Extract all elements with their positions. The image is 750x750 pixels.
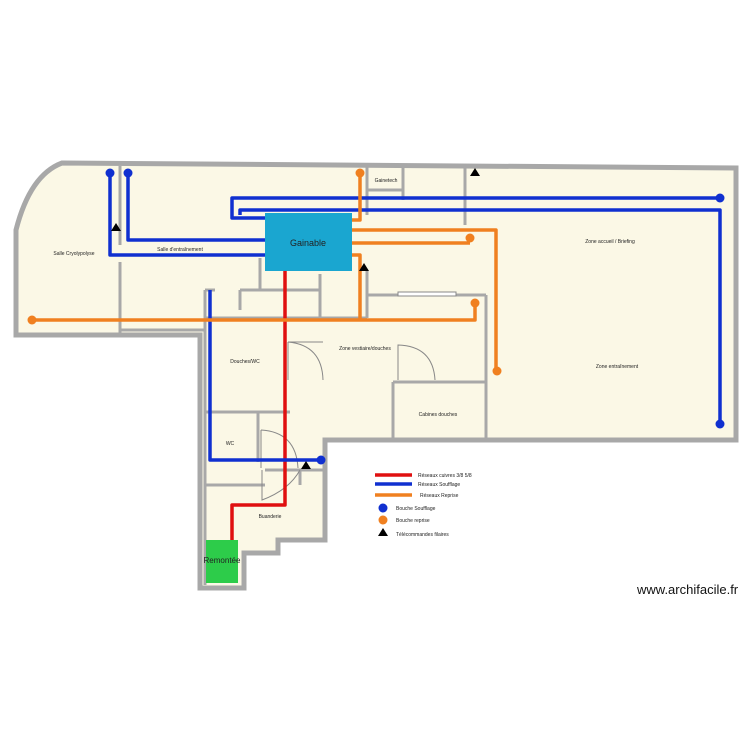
legend-label: Télécommandes filaires — [396, 532, 449, 538]
room-label-salle-entrainement: Salle d'entraînement — [157, 247, 203, 253]
return-outlet — [470, 298, 480, 308]
return-outlet — [355, 168, 365, 178]
return-outlet — [492, 366, 502, 376]
room-label-zone-accueil: Zone accueil / Briefing — [585, 239, 635, 245]
legend-remote-icon — [378, 528, 388, 536]
legend: Réseaux cuivres 3/8 5/8 Réseaux Soufflag… — [375, 473, 472, 538]
legend-return-dot-icon — [378, 515, 388, 525]
return-outlets — [27, 168, 502, 376]
legend-label: Réseaux Reprise — [420, 493, 459, 499]
room-labels: Salle Cryolypolyse Salle d'entraînement … — [53, 178, 638, 520]
supply-outlet — [105, 168, 115, 178]
legend-supply-dot-icon — [378, 503, 388, 513]
supply-outlets — [105, 168, 725, 465]
legend-label: Bouche Soufflage — [396, 506, 436, 512]
room-label-buanderie: Buanderie — [259, 514, 282, 520]
room-label-gainetech: Gainetech — [375, 178, 398, 184]
gainable-unit — [265, 213, 352, 271]
remote-control-icon — [470, 168, 480, 176]
room-label-wc: WC — [226, 441, 235, 447]
room-label-douches-wc: Douches/WC — [230, 359, 260, 365]
room-label-salle-cryo: Salle Cryolypolyse — [53, 251, 94, 257]
supply-outlet — [123, 168, 133, 178]
legend-label: Réseaux cuivres 3/8 5/8 — [418, 473, 472, 479]
supply-network — [108, 172, 722, 462]
floor — [16, 163, 736, 588]
outer-walls — [13, 160, 739, 591]
remote-control-icon — [111, 223, 121, 231]
supply-outlet — [715, 193, 725, 203]
remontee-label: Remontée — [204, 556, 241, 565]
inner-walls — [118, 166, 488, 585]
room-label-zone-entrainement: Zone entraînement — [596, 364, 639, 370]
room-label-cabines-douches: Cabines douches — [419, 412, 458, 418]
legend-label: Réseaux Soufflage — [418, 482, 460, 488]
watermark: www.archifacile.fr — [637, 582, 739, 597]
return-outlet — [465, 233, 475, 243]
remote-control-icon — [301, 461, 311, 469]
supply-outlet — [316, 455, 326, 465]
return-outlet — [27, 315, 37, 325]
room-label-zone-vestiaire: Zone vestiaire/douches — [339, 346, 391, 352]
remontee-unit — [206, 540, 238, 583]
remote-control-icon — [359, 263, 369, 271]
door-arcs — [260, 291, 457, 501]
gainable-label: Gainable — [290, 238, 326, 248]
copper-network — [230, 270, 287, 545]
supply-outlet — [715, 419, 725, 429]
remote-controls — [111, 168, 480, 469]
legend-label: Bouche reprise — [396, 518, 430, 524]
